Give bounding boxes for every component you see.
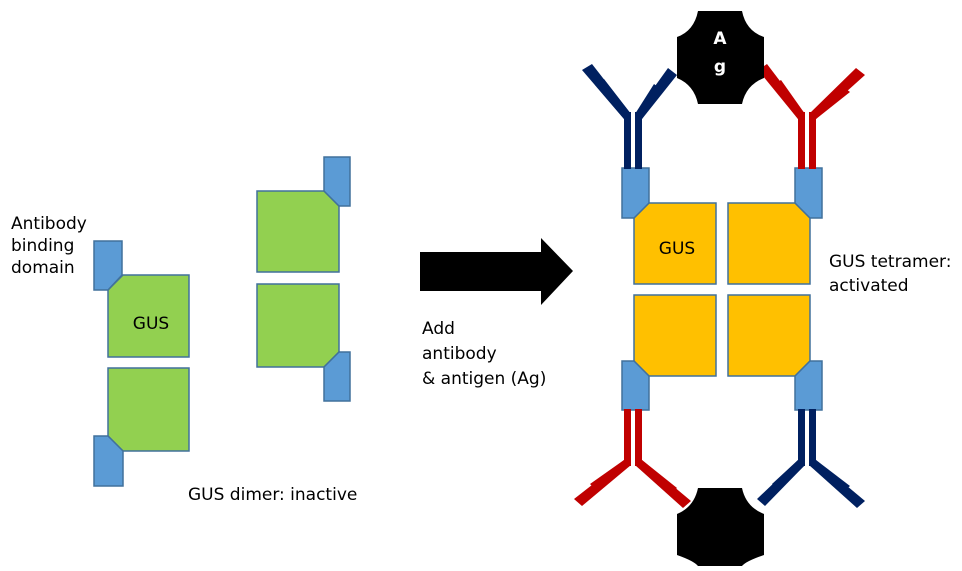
binding-domain-middle-bottom bbox=[323, 351, 351, 402]
gus-label-left: GUS bbox=[133, 314, 169, 334]
label-line: Add bbox=[422, 319, 455, 339]
gus-label-tetramer: GUS bbox=[659, 239, 695, 259]
antigen-top-label-a: A bbox=[713, 29, 727, 49]
binding-domain-left-bottom bbox=[93, 435, 124, 487]
label-line: activated bbox=[829, 276, 909, 296]
binding-domain-left-top bbox=[93, 240, 123, 291]
gus-tetramer-label: GUS tetramer: activated bbox=[829, 250, 951, 298]
gus-subunit-tetramer-bottom-left bbox=[633, 294, 717, 377]
label-line: Antibody bbox=[11, 214, 87, 234]
gus-subunit-tetramer-bottom-right bbox=[727, 294, 811, 377]
binding-domain-tetramer-bottom-left bbox=[621, 360, 650, 411]
label-line: domain bbox=[11, 258, 75, 278]
gus-subunit-middle-top bbox=[256, 190, 340, 273]
antibody-top-right bbox=[758, 64, 865, 169]
label-line: GUS tetramer: bbox=[829, 252, 952, 272]
antigen-bottom bbox=[677, 488, 764, 566]
antigen-top bbox=[677, 11, 764, 104]
middle-dimer bbox=[256, 156, 351, 402]
gus-subunit-middle-bottom bbox=[256, 283, 340, 368]
gus-subunit-left-bottom bbox=[107, 367, 190, 452]
gus-dimer-label: GUS dimer: inactive bbox=[188, 485, 358, 505]
tetramer bbox=[621, 167, 823, 411]
binding-domain-tetramer-bottom-right bbox=[794, 360, 823, 411]
binding-domain-tetramer-top-right bbox=[794, 167, 823, 219]
antibody-binding-domain-label: Antibody binding domain bbox=[11, 213, 87, 279]
gus-subunit-tetramer-top-right bbox=[727, 202, 811, 285]
antibody-bottom-left bbox=[574, 409, 691, 508]
label-line: antibody bbox=[422, 344, 497, 364]
label-line: binding bbox=[11, 236, 75, 256]
antibody-top-left bbox=[582, 64, 677, 169]
binding-domain-tetramer-top-left bbox=[621, 167, 650, 219]
left-dimer bbox=[93, 240, 190, 487]
antibody-bottom-right bbox=[757, 409, 865, 508]
binding-domain-middle-top bbox=[323, 156, 351, 207]
antigen-top-label-g: g bbox=[714, 57, 726, 77]
label-line: & antigen (Ag) bbox=[422, 369, 547, 389]
add-step-label: Add antibody & antigen (Ag) bbox=[422, 317, 546, 392]
process-arrow bbox=[420, 238, 573, 305]
